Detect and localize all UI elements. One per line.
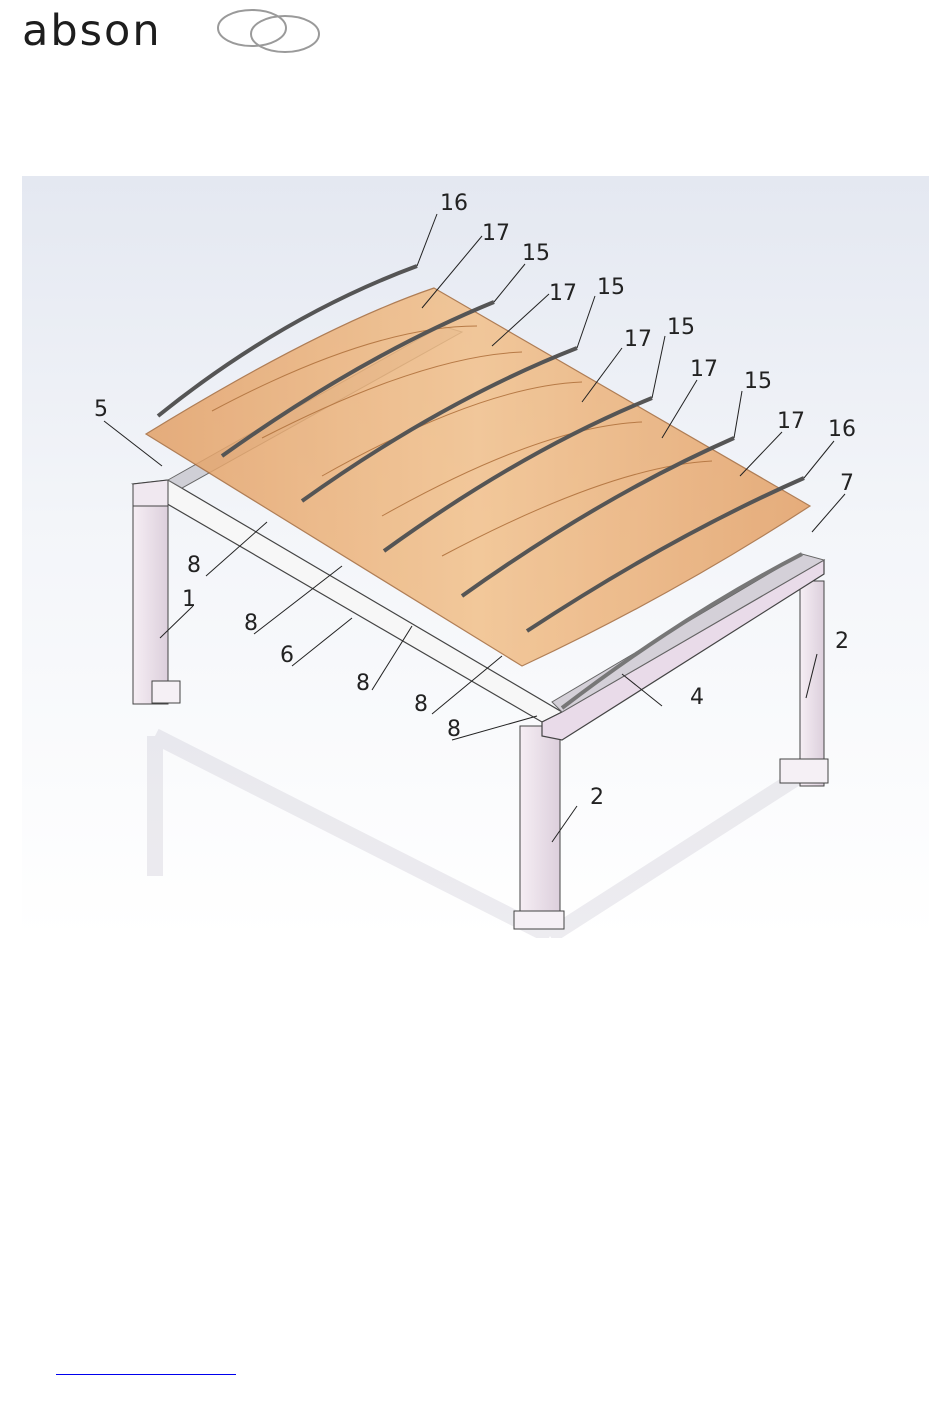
brand-name: abson bbox=[22, 6, 162, 56]
callout-16: 16 bbox=[828, 417, 856, 442]
floor-reflection bbox=[155, 736, 815, 936]
callout-6: 6 bbox=[280, 643, 294, 668]
pergola-exploded-drawing: 16 17 15 17 15 17 15 17 15 17 16 5 7 8 8… bbox=[22, 176, 929, 938]
logo-rings-icon bbox=[207, 6, 327, 56]
callout-15: 15 bbox=[597, 275, 625, 300]
callout-15: 15 bbox=[744, 369, 772, 394]
callout-8: 8 bbox=[356, 671, 370, 696]
footer-link[interactable] bbox=[56, 1354, 236, 1375]
callout-2: 2 bbox=[835, 629, 849, 654]
callout-7: 7 bbox=[840, 471, 854, 496]
callout-17: 17 bbox=[549, 281, 577, 306]
callout-15: 15 bbox=[667, 315, 695, 340]
drawing-canvas: 16 17 15 17 15 17 15 17 15 17 16 5 7 8 8… bbox=[22, 176, 929, 938]
callout-2: 2 bbox=[590, 785, 604, 810]
callout-17: 17 bbox=[624, 327, 652, 352]
callout-15: 15 bbox=[522, 241, 550, 266]
callout-4: 4 bbox=[690, 685, 704, 710]
callout-8: 8 bbox=[244, 611, 258, 636]
callout-8: 8 bbox=[447, 717, 461, 742]
callout-5: 5 bbox=[94, 397, 108, 422]
callout-17: 17 bbox=[690, 357, 718, 382]
callout-16: 16 bbox=[440, 191, 468, 216]
callout-8: 8 bbox=[187, 553, 201, 578]
callout-17: 17 bbox=[482, 221, 510, 246]
callout-1: 1 bbox=[182, 587, 196, 612]
callout-17: 17 bbox=[777, 409, 805, 434]
callout-8: 8 bbox=[414, 692, 428, 717]
